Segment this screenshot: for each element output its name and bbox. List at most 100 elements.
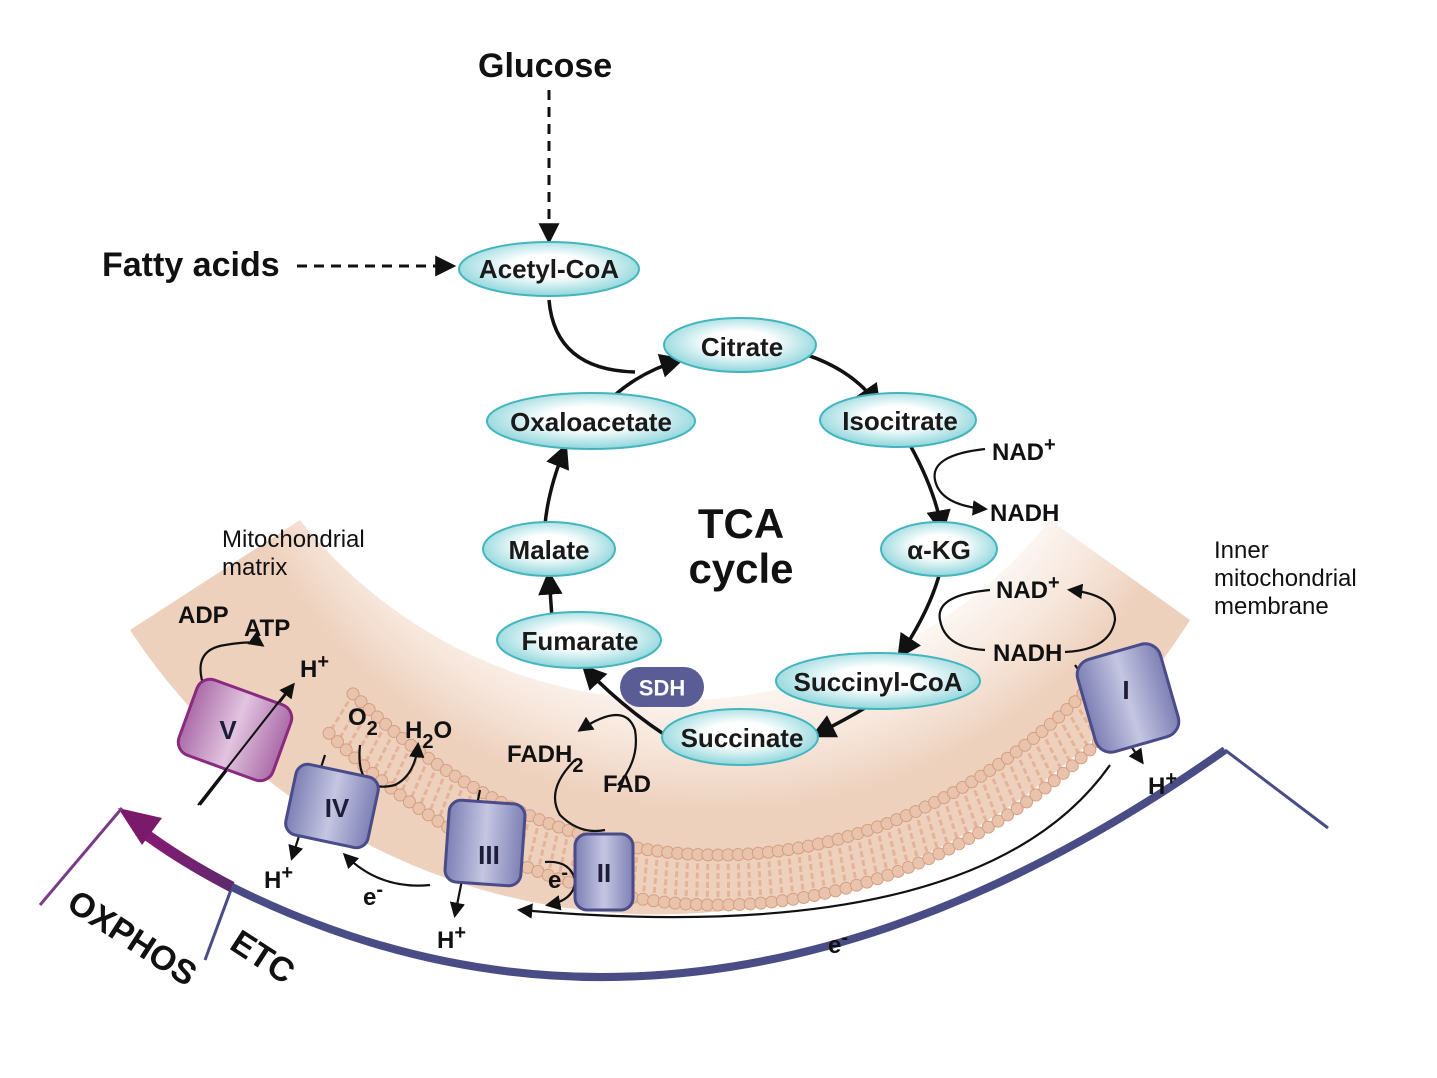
node-akg[interactable]: α-KG [880, 521, 998, 577]
cofactor-arrows [199, 447, 1117, 833]
h2o-label: H2O [405, 717, 452, 753]
lipid-tail [970, 781, 990, 828]
lipid-head [992, 757, 1006, 771]
lipid-head [690, 898, 704, 912]
lipid-tail [1032, 737, 1056, 782]
nad-plus-1: NAD+ [992, 434, 1056, 466]
lipid-head [754, 896, 768, 910]
lipid-tail [362, 723, 387, 767]
lipid-head [1043, 717, 1057, 731]
lipid-head [952, 837, 966, 851]
complex-II-label: II [597, 858, 611, 888]
lipid-head [1020, 795, 1034, 809]
lipid-tail [979, 775, 1000, 822]
lipid-tail [1057, 716, 1083, 759]
complex-I[interactable]: I [1073, 640, 1182, 756]
node-oxaloacetate[interactable]: Oxaloacetate [486, 392, 696, 450]
lipid-tail [567, 833, 580, 883]
nadh-1: NADH [990, 500, 1059, 527]
complex-V-label: V [219, 715, 237, 745]
complex-I-label: I [1122, 675, 1129, 705]
lipid-head [1083, 743, 1097, 757]
lipid-head [331, 735, 345, 749]
lipid-head [657, 895, 671, 909]
lipid-tail [1065, 708, 1092, 751]
lipid-tail [796, 847, 806, 898]
lipid-head [322, 726, 336, 740]
lipid-head [1047, 774, 1061, 788]
oxphos-label: OXPHOS [61, 883, 204, 994]
tca-title-line1: TCA [698, 500, 784, 547]
acetyl-coa-label: Acetyl-CoA [479, 254, 619, 284]
lipid-tail [1014, 751, 1038, 796]
h-plus-I: H+ [1148, 768, 1177, 800]
lipid-head [700, 898, 714, 912]
tca-title-line2: cycle [688, 545, 793, 592]
lipid-head [370, 710, 384, 724]
node-malate[interactable]: Malate [482, 521, 616, 577]
lipid-head [972, 826, 986, 840]
lipid-head [1018, 738, 1032, 752]
lipid-head [962, 831, 976, 845]
lipid-tail [786, 849, 795, 900]
lipid-head [765, 895, 779, 909]
fadh2-label: FADH2 [507, 741, 583, 777]
complex-IV[interactable]: IV [283, 762, 380, 850]
sdh-badge[interactable]: SDH [620, 667, 704, 707]
lipid-head [1000, 751, 1014, 765]
node-isocitrate[interactable]: Isocitrate [819, 392, 977, 448]
lipid-tail [327, 693, 355, 735]
fumarate-label: Fumarate [521, 626, 638, 656]
lipid-head [974, 769, 988, 783]
akg-label: α-KG [907, 535, 971, 565]
lipid-head [422, 751, 436, 765]
lipid-head [818, 886, 832, 900]
lipid-tail [826, 841, 837, 892]
matrix-background [130, 520, 1190, 915]
lipid-head [421, 808, 435, 822]
lipid-head [828, 884, 842, 898]
lipid-tail [836, 838, 848, 889]
lipid-tail [746, 853, 752, 905]
node-acetyl-coa[interactable]: Acetyl-CoA [458, 241, 640, 297]
oxphos-arrow [136, 825, 235, 892]
complex-III[interactable]: III [443, 798, 527, 888]
lipid-head [1056, 766, 1070, 780]
node-citrate[interactable]: Citrate [663, 317, 817, 373]
lipid-head [1026, 731, 1040, 745]
lipid-tail [776, 850, 784, 901]
matrix-label-line2: matrix [222, 554, 287, 581]
node-succinyl-coa[interactable]: Succinyl-CoA [775, 652, 981, 710]
lipid-head [339, 743, 353, 757]
lipid-head [387, 724, 401, 738]
lipid-tail [546, 826, 561, 876]
h-plus-III: H+ [437, 922, 466, 954]
lipid-head [722, 898, 736, 912]
lipid-head [1065, 759, 1079, 773]
malate-label: Malate [509, 535, 590, 565]
lipid-tail [856, 833, 869, 883]
lipid-head [1035, 724, 1049, 738]
lipid-tail [371, 730, 396, 775]
lipid-head [743, 897, 757, 911]
complex-V[interactable]: V [174, 675, 295, 784]
lipid-head [668, 896, 682, 910]
lipid-head [346, 687, 360, 701]
lipid-tail [726, 854, 731, 905]
node-succinate[interactable]: Succinate [661, 708, 819, 766]
citrate-label: Citrate [701, 332, 783, 362]
lipid-head [797, 891, 811, 905]
lipid-tail [736, 854, 741, 905]
complex-II[interactable]: II [573, 832, 635, 912]
succinyl-coa-label: Succinyl-CoA [793, 667, 962, 697]
lipid-head [807, 889, 821, 903]
lipid-head [775, 894, 789, 908]
lipid-tail [904, 815, 921, 864]
lipid-tail [866, 830, 879, 880]
node-fumarate[interactable]: Fumarate [496, 611, 662, 669]
lipid-tail [380, 737, 404, 782]
lipid-head [354, 695, 368, 709]
h-plus-V: H+ [300, 651, 329, 683]
lipid-head [439, 763, 453, 777]
